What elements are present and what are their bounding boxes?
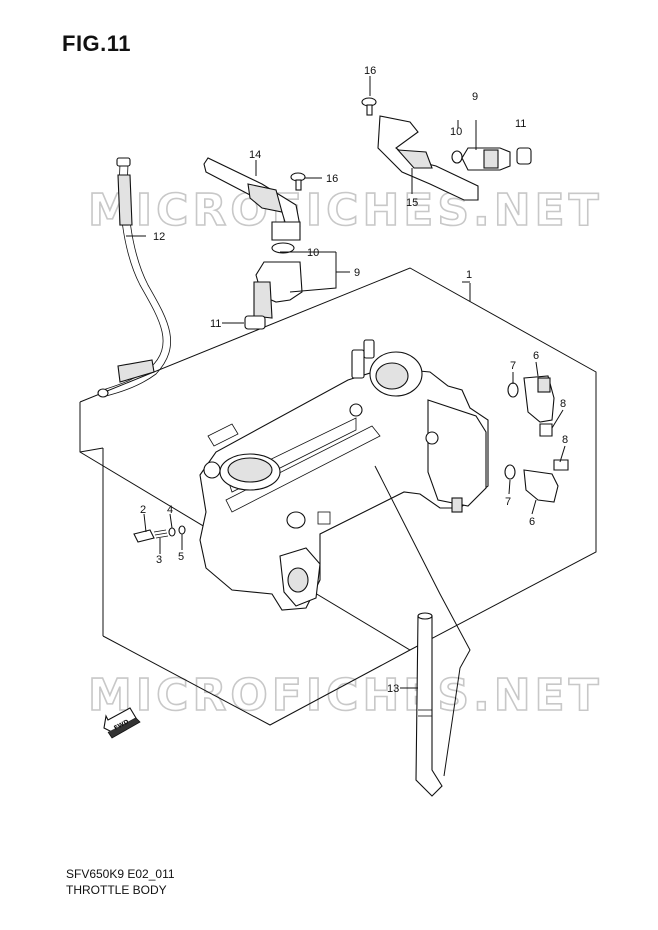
- figure-title: FIG.11: [62, 31, 132, 56]
- watermark-bottom: MICROFICHES.NET: [88, 670, 603, 721]
- injector-9-right: [451, 147, 532, 171]
- callout-9-left: 9: [354, 267, 360, 279]
- fuel-pipe-15: [377, 115, 479, 201]
- callout-6-bottom: 6: [529, 516, 535, 528]
- callout-13: 13: [387, 683, 399, 695]
- diagram-subtitle: THROTTLE BODY: [66, 883, 167, 897]
- callout-9-top: 9: [472, 91, 478, 103]
- callout-1: 1: [466, 269, 472, 281]
- callout-7-top: 7: [510, 360, 516, 372]
- fuel-pipe-14: [203, 157, 301, 241]
- diagram-code: SFV650K9 E02_011: [66, 867, 175, 881]
- callout-14: 14: [249, 149, 261, 161]
- sensor-6-top: [507, 375, 555, 437]
- cap-11-left: [244, 315, 266, 330]
- throttle-body-main: [199, 339, 489, 611]
- hose-13: [415, 612, 443, 797]
- callout-4: 4: [167, 504, 173, 516]
- bolt-16-right: [361, 97, 377, 116]
- callout-7-bottom: 7: [505, 496, 511, 508]
- callout-6-top: 6: [533, 350, 539, 362]
- callout-5: 5: [178, 551, 184, 563]
- callout-2: 2: [140, 504, 146, 516]
- sensor-6-bottom: [504, 459, 569, 503]
- fwd-arrow-icon: FWD: [103, 707, 141, 739]
- callout-11-left: 11: [210, 318, 221, 330]
- adjuster-screw-assembly: [133, 525, 186, 543]
- callout-10-left: 10: [307, 247, 319, 259]
- callout-numbers: 1 2 3 4 5 6 6 7 7 8 8 9 9 10 10 11 11 12…: [140, 65, 568, 695]
- injector-9-left: [253, 242, 303, 319]
- callout-16-top: 16: [364, 65, 376, 77]
- callout-8-bottom: 8: [562, 434, 568, 446]
- watermark-top: MICROFICHES.NET: [88, 185, 603, 236]
- callout-10-top: 10: [450, 126, 462, 138]
- callout-3: 3: [156, 554, 162, 566]
- callout-11-top: 11: [515, 118, 526, 130]
- hose-12: [97, 157, 171, 398]
- callout-15: 15: [406, 197, 418, 209]
- assembly-outline: [79, 267, 597, 726]
- leader-lines: [126, 76, 566, 777]
- callout-12: 12: [153, 231, 165, 243]
- callout-8-top: 8: [560, 398, 566, 410]
- callout-16-left: 16: [326, 173, 338, 185]
- bolt-16-left: [290, 172, 306, 191]
